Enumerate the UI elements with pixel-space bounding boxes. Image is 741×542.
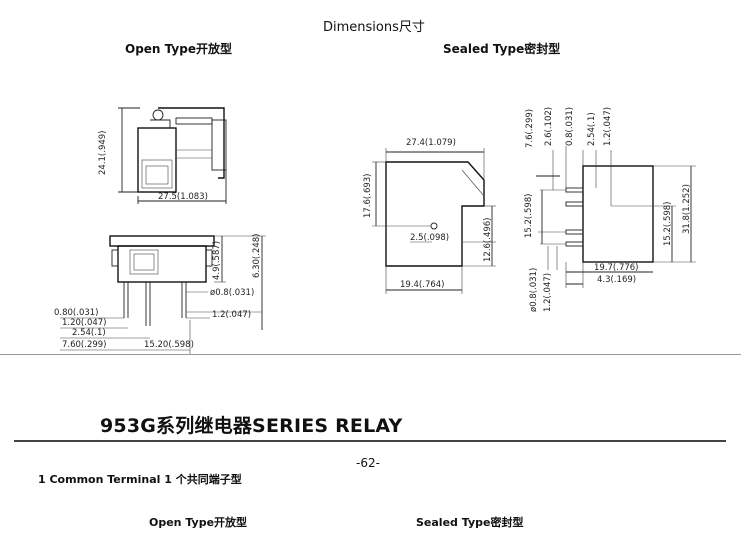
sealed-19-4-dim: 19.4(.764) <box>400 280 444 290</box>
sealed-19-7-dim: 19.7(.776) <box>594 263 638 273</box>
sealed-2-6-dim: 2.6(.102) <box>544 107 554 146</box>
sealed-4-3-dim: 4.3(.169) <box>597 275 636 285</box>
open-type-front-view <box>60 235 266 354</box>
dimensions-title: Dimensions尺寸 <box>323 20 425 35</box>
title-underline <box>14 440 726 442</box>
sealed-2-54-dim: 2.54(.1) <box>587 112 597 146</box>
page-number: -62- <box>356 456 380 470</box>
open-2-54-dim: 2.54(.1) <box>72 328 106 338</box>
open-pin-diam-dim: ø0.8(.031) <box>210 288 254 298</box>
sealed-12-6-dim: 12.6(.496) <box>483 218 493 262</box>
open-1-2-right-dim: 1.2(.047) <box>212 310 251 320</box>
open-type-subheading: Open Type开放型 <box>149 516 248 529</box>
open-6-30-dim: 6.30(.248) <box>252 234 262 278</box>
sealed-31-8-dim: 31.8(1.252) <box>682 184 692 234</box>
open-height-dim: 24.1(.949) <box>98 131 108 175</box>
common-terminal-heading: 1 Common Terminal 1 个共同端子型 <box>38 473 242 486</box>
sealed-type-subheading: Sealed Type密封型 <box>416 516 524 529</box>
sealed-27-4-dim: 27.4(1.079) <box>406 138 456 148</box>
relay-series-title: 953G系列继电器SERIES RELAY <box>100 415 403 437</box>
sealed-2-5-dim: 2.5(.098) <box>410 233 449 243</box>
open-0-80-dim: 0.80(.031) <box>54 308 98 318</box>
sealed-type-heading: Sealed Type密封型 <box>443 42 561 56</box>
open-width-dim: 27.5(1.083) <box>158 192 208 202</box>
sealed-type-side-view <box>536 146 696 288</box>
open-15-20-dim: 15.20(.598) <box>144 340 194 350</box>
sealed-1-2-dim: 1.2(.047) <box>603 107 613 146</box>
open-7-60-dim: 7.60(.299) <box>62 340 106 350</box>
open-type-heading: Open Type开放型 <box>125 42 232 56</box>
sealed-1-2-bottom-dim: 1.2(.047) <box>543 273 553 312</box>
page-divider <box>0 354 741 355</box>
sealed-7-6-dim: 7.6(.299) <box>525 109 535 148</box>
sealed-type-footprint <box>372 148 496 294</box>
sealed-17-6-dim: 17.6(.693) <box>363 174 373 218</box>
sealed-0-8-dim: 0.8(.031) <box>565 107 575 146</box>
open-4-9-dim: 4.9(.587) <box>212 241 222 280</box>
open-type-side-view <box>118 107 227 204</box>
open-1-20-dim: 1.20(.047) <box>62 318 106 328</box>
sealed-15-2-right-dim: 15.2(.598) <box>663 202 673 246</box>
sealed-15-2-left-dim: 15.2(.598) <box>524 194 534 238</box>
sealed-pin-diam-dim: ø0.8(.031) <box>529 268 539 312</box>
